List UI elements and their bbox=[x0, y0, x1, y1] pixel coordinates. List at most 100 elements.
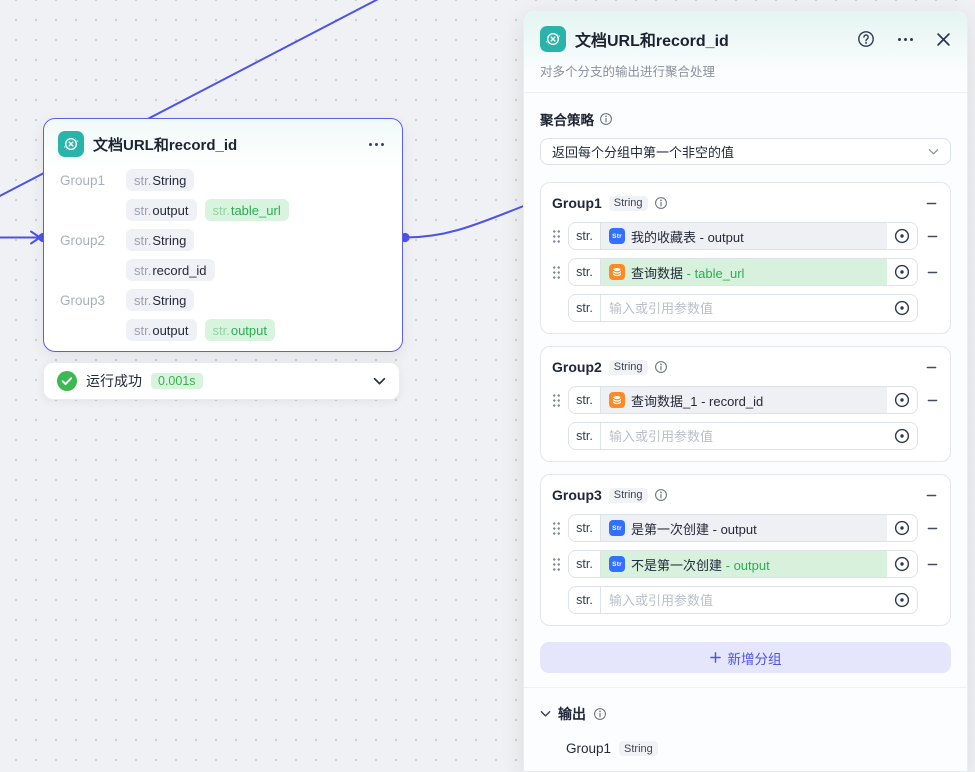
run-duration-badge: 0.001s bbox=[151, 373, 203, 389]
help-icon[interactable] bbox=[857, 30, 875, 48]
node-row: Group2 str.String bbox=[60, 229, 386, 251]
group-card-3: Group3 String str. Str 是第一 bbox=[540, 474, 951, 626]
reference-value-active[interactable]: 查询数据 - table_url bbox=[601, 259, 887, 285]
divider bbox=[524, 92, 967, 93]
chevron-down-icon[interactable] bbox=[373, 377, 386, 386]
param-input-wrap bbox=[601, 587, 887, 613]
remove-group-button[interactable] bbox=[923, 195, 939, 211]
remove-param-button[interactable] bbox=[925, 395, 939, 406]
type-chip: str.String bbox=[126, 289, 195, 311]
type-chip: str.String bbox=[126, 169, 195, 191]
type-prefix: str. bbox=[569, 423, 601, 449]
param-row: str. Str 是第一次创建 - output bbox=[552, 514, 939, 542]
info-icon[interactable] bbox=[654, 360, 668, 374]
group-label: Group2 bbox=[60, 232, 106, 248]
remove-group-button[interactable] bbox=[923, 487, 939, 503]
success-check-icon bbox=[57, 371, 77, 391]
node-row: Group3 str.String bbox=[60, 289, 386, 311]
aggregate-node-icon bbox=[540, 26, 566, 52]
remove-param-button[interactable] bbox=[925, 559, 939, 570]
plus-icon bbox=[709, 652, 721, 663]
param-input-wrap bbox=[601, 295, 887, 321]
strategy-selected-value: 返回每个分组中第一个非空的值 bbox=[552, 145, 735, 160]
param-input[interactable] bbox=[609, 428, 879, 444]
type-prefix: str. bbox=[569, 223, 601, 249]
param-row-empty: str. bbox=[552, 422, 939, 450]
strategy-label: 聚合策略 bbox=[540, 113, 594, 128]
reference-picker-icon[interactable] bbox=[887, 551, 917, 577]
node-row: str.output str.table_url bbox=[60, 199, 386, 221]
drag-handle-icon[interactable] bbox=[552, 521, 561, 535]
param-row: str. Str 我的收藏表 - output bbox=[552, 222, 939, 250]
type-prefix: str. bbox=[569, 295, 601, 321]
info-icon[interactable] bbox=[599, 112, 613, 126]
chevron-down-icon bbox=[540, 710, 551, 717]
edge-outgoing[interactable] bbox=[404, 201, 535, 239]
remove-group-button[interactable] bbox=[923, 359, 939, 375]
drag-handle-icon[interactable] bbox=[552, 393, 561, 407]
strategy-section-label: 聚合策略 bbox=[540, 109, 951, 129]
drag-handle-icon[interactable] bbox=[552, 557, 561, 571]
remove-param-button[interactable] bbox=[925, 231, 939, 242]
run-status-bar[interactable]: 运行成功 0.001s bbox=[43, 362, 400, 400]
panel-title: 文档URL和record_id bbox=[575, 33, 729, 50]
node-card[interactable]: 文档URL和record_id Group1 str.String str.ou… bbox=[43, 118, 403, 352]
node-config-panel: 文档URL和record_id bbox=[523, 10, 968, 772]
run-status-label: 运行成功 bbox=[86, 373, 142, 389]
remove-param-button[interactable] bbox=[925, 523, 939, 534]
remove-param-button[interactable] bbox=[925, 267, 939, 278]
add-group-button[interactable]: 新增分组 bbox=[540, 642, 951, 673]
type-prefix: str. bbox=[569, 515, 601, 541]
param-input[interactable] bbox=[609, 592, 879, 608]
param-row-empty: str. bbox=[552, 294, 939, 322]
reference-value[interactable]: 查询数据_1 - record_id bbox=[601, 387, 887, 413]
reference-picker-icon[interactable] bbox=[887, 387, 917, 413]
info-icon[interactable] bbox=[654, 196, 668, 210]
reference-value-active[interactable]: Str 不是第一次创建 - output bbox=[601, 551, 887, 577]
reference-picker-icon[interactable] bbox=[887, 423, 917, 449]
type-prefix: str. bbox=[569, 387, 601, 413]
info-icon[interactable] bbox=[593, 707, 607, 721]
text-node-icon: Str bbox=[609, 228, 625, 244]
output-name: Group1 bbox=[566, 741, 612, 756]
group-card-1: Group1 String str. Str 我的收 bbox=[540, 182, 951, 334]
param-input-wrap bbox=[601, 423, 887, 449]
panel-header: 文档URL和record_id bbox=[540, 11, 951, 52]
reference-picker-icon[interactable] bbox=[887, 515, 917, 541]
more-icon[interactable] bbox=[365, 139, 388, 150]
type-badge: String bbox=[608, 487, 648, 503]
panel-more-icon[interactable] bbox=[894, 34, 917, 45]
node-row: str.output str.output bbox=[60, 319, 386, 341]
output-section-toggle[interactable]: 输出 bbox=[540, 704, 951, 724]
reference-value[interactable]: Str 我的收藏表 - output bbox=[601, 223, 887, 249]
reference-picker-icon[interactable] bbox=[887, 223, 917, 249]
reference-picker-icon[interactable] bbox=[887, 587, 917, 613]
close-icon[interactable] bbox=[936, 32, 951, 47]
type-prefix: str. bbox=[569, 587, 601, 613]
reference-picker-icon[interactable] bbox=[887, 295, 917, 321]
drag-handle-icon[interactable] bbox=[552, 265, 561, 279]
node-row: str.record_id bbox=[60, 259, 386, 281]
type-badge: String bbox=[619, 741, 658, 756]
info-icon[interactable] bbox=[654, 488, 668, 502]
type-prefix: str. bbox=[569, 551, 601, 577]
value-chip: str.output bbox=[126, 319, 197, 341]
chevron-down-icon bbox=[928, 148, 939, 154]
value-chip-active: str.output bbox=[204, 319, 275, 341]
panel-subtitle: 对多个分支的输出进行聚合处理 bbox=[540, 65, 716, 79]
group-label: Group1 bbox=[60, 172, 106, 188]
reference-value[interactable]: Str 是第一次创建 - output bbox=[601, 515, 887, 541]
drag-handle-icon[interactable] bbox=[552, 229, 561, 243]
output-row: Group1 String bbox=[566, 741, 951, 756]
type-badge: String bbox=[608, 359, 648, 375]
database-node-icon bbox=[609, 392, 625, 408]
param-input[interactable] bbox=[609, 300, 879, 316]
group-card-2: Group2 String str. bbox=[540, 346, 951, 462]
type-badge: String bbox=[608, 195, 648, 211]
strategy-select[interactable]: 返回每个分组中第一个非空的值 bbox=[540, 138, 951, 165]
reference-picker-icon[interactable] bbox=[887, 259, 917, 285]
node-header: 文档URL和record_id bbox=[44, 119, 402, 161]
group-name: Group3 bbox=[552, 487, 602, 503]
aggregate-node-icon bbox=[58, 131, 84, 157]
